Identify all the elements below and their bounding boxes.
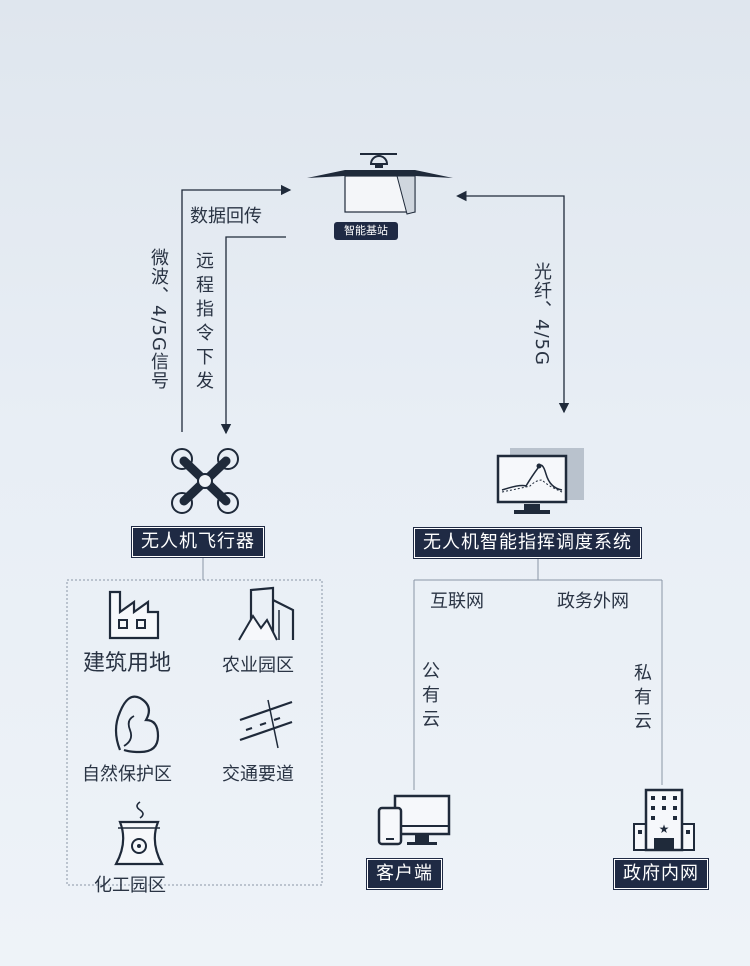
monitor-chart-icon: [496, 446, 586, 518]
private-cloud-label: 私有云: [634, 663, 652, 732]
building-mountain-icon: [237, 586, 297, 642]
computer-phone-icon: [377, 794, 453, 852]
fiber-label: 光纤、4/5G: [531, 262, 552, 366]
data-return-arrow: [181, 184, 292, 432]
gov-intranet-label: 政府内网: [614, 859, 708, 889]
remote-command-label: 远程指令下发: [196, 251, 214, 392]
application-label: 农业园区: [222, 655, 294, 676]
base-station-icon: [305, 148, 455, 218]
signal-label: 微波、4/5G信号: [148, 248, 169, 390]
data-return-label: 数据回传: [190, 206, 262, 227]
svg-text:★: ★: [659, 822, 670, 836]
nature-icon: [110, 690, 162, 756]
internet-label: 互联网: [430, 591, 484, 612]
factory-icon: [107, 588, 161, 640]
road-icon: [238, 698, 294, 750]
application-label: 化工园区: [94, 875, 166, 896]
application-label: 交通要道: [222, 764, 294, 785]
base-station-label: 智能基站: [334, 222, 398, 240]
client-label: 客户端: [367, 859, 442, 889]
public-cloud-label: 公有云: [422, 661, 440, 730]
drone-label: 无人机飞行器: [132, 527, 264, 557]
fiber-link-arrow: [456, 190, 570, 414]
system-label: 无人机智能指挥调度系统: [414, 528, 641, 558]
remote-command-arrow: [220, 236, 286, 435]
government-building-icon: ★: [632, 786, 696, 852]
gov-external-label: 政务外网: [557, 591, 629, 612]
application-label: 自然保护区: [82, 764, 172, 785]
drone-icon: [168, 446, 242, 516]
cooling-tower-icon: [110, 800, 168, 866]
application-label: 建筑用地: [83, 651, 172, 676]
